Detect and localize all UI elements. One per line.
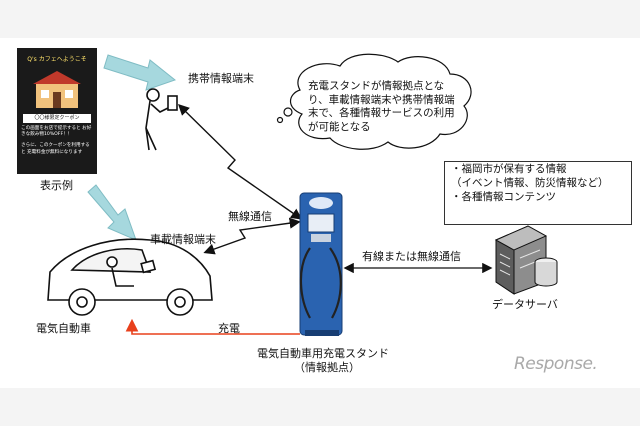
info-line-3: ・各種情報コンテンツ bbox=[451, 191, 556, 204]
coupon-message-2: さらに、このクーポンを利用すると 充電料金が無料になります bbox=[21, 143, 90, 155]
wireless-label: 無線通信 bbox=[228, 210, 272, 223]
response-watermark: Response. bbox=[514, 354, 598, 374]
ev-label: 電気自動車 bbox=[36, 322, 91, 335]
server-label: データサーバ bbox=[492, 298, 558, 311]
info-box: ・福岡市が保有する情報 （イベント情報、防災情報など） ・各種情報コンテンツ bbox=[444, 161, 632, 225]
info-line-2: （イベント情報、防災情報など） bbox=[451, 177, 609, 190]
wired-wireless-label: 有線または無線通信 bbox=[362, 250, 461, 263]
cafe-house-icon bbox=[33, 71, 81, 108]
station-label: 電気自動車用充電スタンド bbox=[257, 347, 389, 360]
top-band bbox=[0, 0, 640, 38]
bubble-text: 充電スタンドが情報拠点となり、車載情報端末や携帯情報端末で、各種情報サービスの利… bbox=[308, 80, 455, 133]
display-example-caption: 表示例 bbox=[40, 179, 73, 192]
info-line-1: ・福岡市が保有する情報 bbox=[451, 163, 567, 175]
mobile-terminal-label: 携帯情報端末 bbox=[188, 72, 254, 85]
data-server-icon bbox=[494, 225, 558, 295]
coupon-banner: 〇〇様限定クーポン bbox=[23, 114, 91, 123]
person-with-tablet-icon bbox=[145, 88, 178, 151]
wireless-link-car bbox=[203, 217, 301, 255]
charging-station-icon bbox=[299, 192, 343, 336]
car-terminal-label: 車載情報端末 bbox=[150, 233, 216, 246]
charge-label: 充電 bbox=[218, 322, 240, 335]
bottom-band bbox=[0, 388, 640, 426]
teal-arrow-to-mobile bbox=[103, 54, 177, 91]
wireless-link-mobile bbox=[178, 104, 303, 220]
coupon-message-1: この画面をお店で提示すると お好きな飲み物10%OFF！！ bbox=[21, 126, 92, 138]
station-sublabel: （情報拠点） bbox=[294, 361, 360, 374]
teal-arrow-to-car bbox=[87, 184, 137, 241]
charge-arrow bbox=[125, 318, 300, 335]
display-example-screen: Q's カフェへようこそ 〇〇様限定クーポン この画面をお店で提示すると お好き… bbox=[17, 48, 97, 174]
screen-title: Q's カフェへようこそ bbox=[27, 56, 87, 63]
electric-car-icon bbox=[47, 238, 213, 316]
